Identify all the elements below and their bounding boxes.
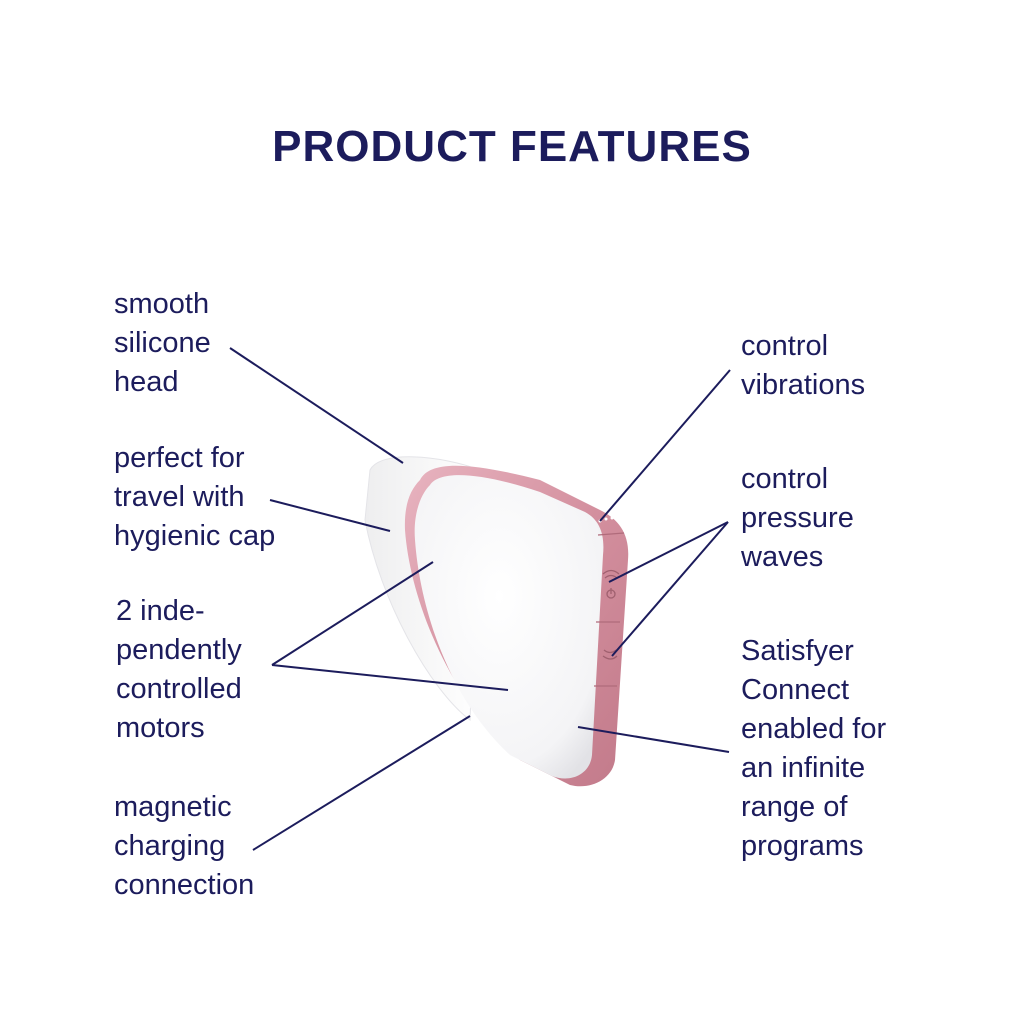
front-face bbox=[414, 475, 604, 779]
feature-independent-motors: 2 inde- pendently controlled motors bbox=[116, 595, 242, 744]
leader-charging bbox=[252, 715, 471, 851]
feature-control-pressure-waves: control pressure waves bbox=[741, 463, 854, 573]
feature-satisfyer-connect: Satisfyer Connect enabled for an infinit… bbox=[741, 635, 887, 862]
leader-pressure-2 bbox=[611, 521, 729, 657]
leader-pressure-1 bbox=[608, 521, 729, 583]
feature-smooth-silicone-head: smooth silicone head bbox=[114, 288, 211, 398]
feature-travel-hygienic-cap: perfect for travel with hygienic cap bbox=[114, 442, 276, 552]
feature-magnetic-charging: magnetic charging connection bbox=[114, 791, 255, 901]
leader-connect bbox=[577, 726, 730, 753]
wave-icon bbox=[602, 649, 618, 660]
leader-motor-1 bbox=[271, 561, 434, 666]
power-wave-icon bbox=[602, 569, 620, 599]
leader-head bbox=[229, 347, 404, 464]
feature-control-vibrations: control vibrations bbox=[741, 330, 866, 401]
leader-vibrations bbox=[599, 369, 731, 522]
leader-cap bbox=[269, 499, 391, 532]
page-title: PRODUCT FEATURES bbox=[272, 122, 752, 171]
leader-motor-2 bbox=[271, 664, 509, 691]
